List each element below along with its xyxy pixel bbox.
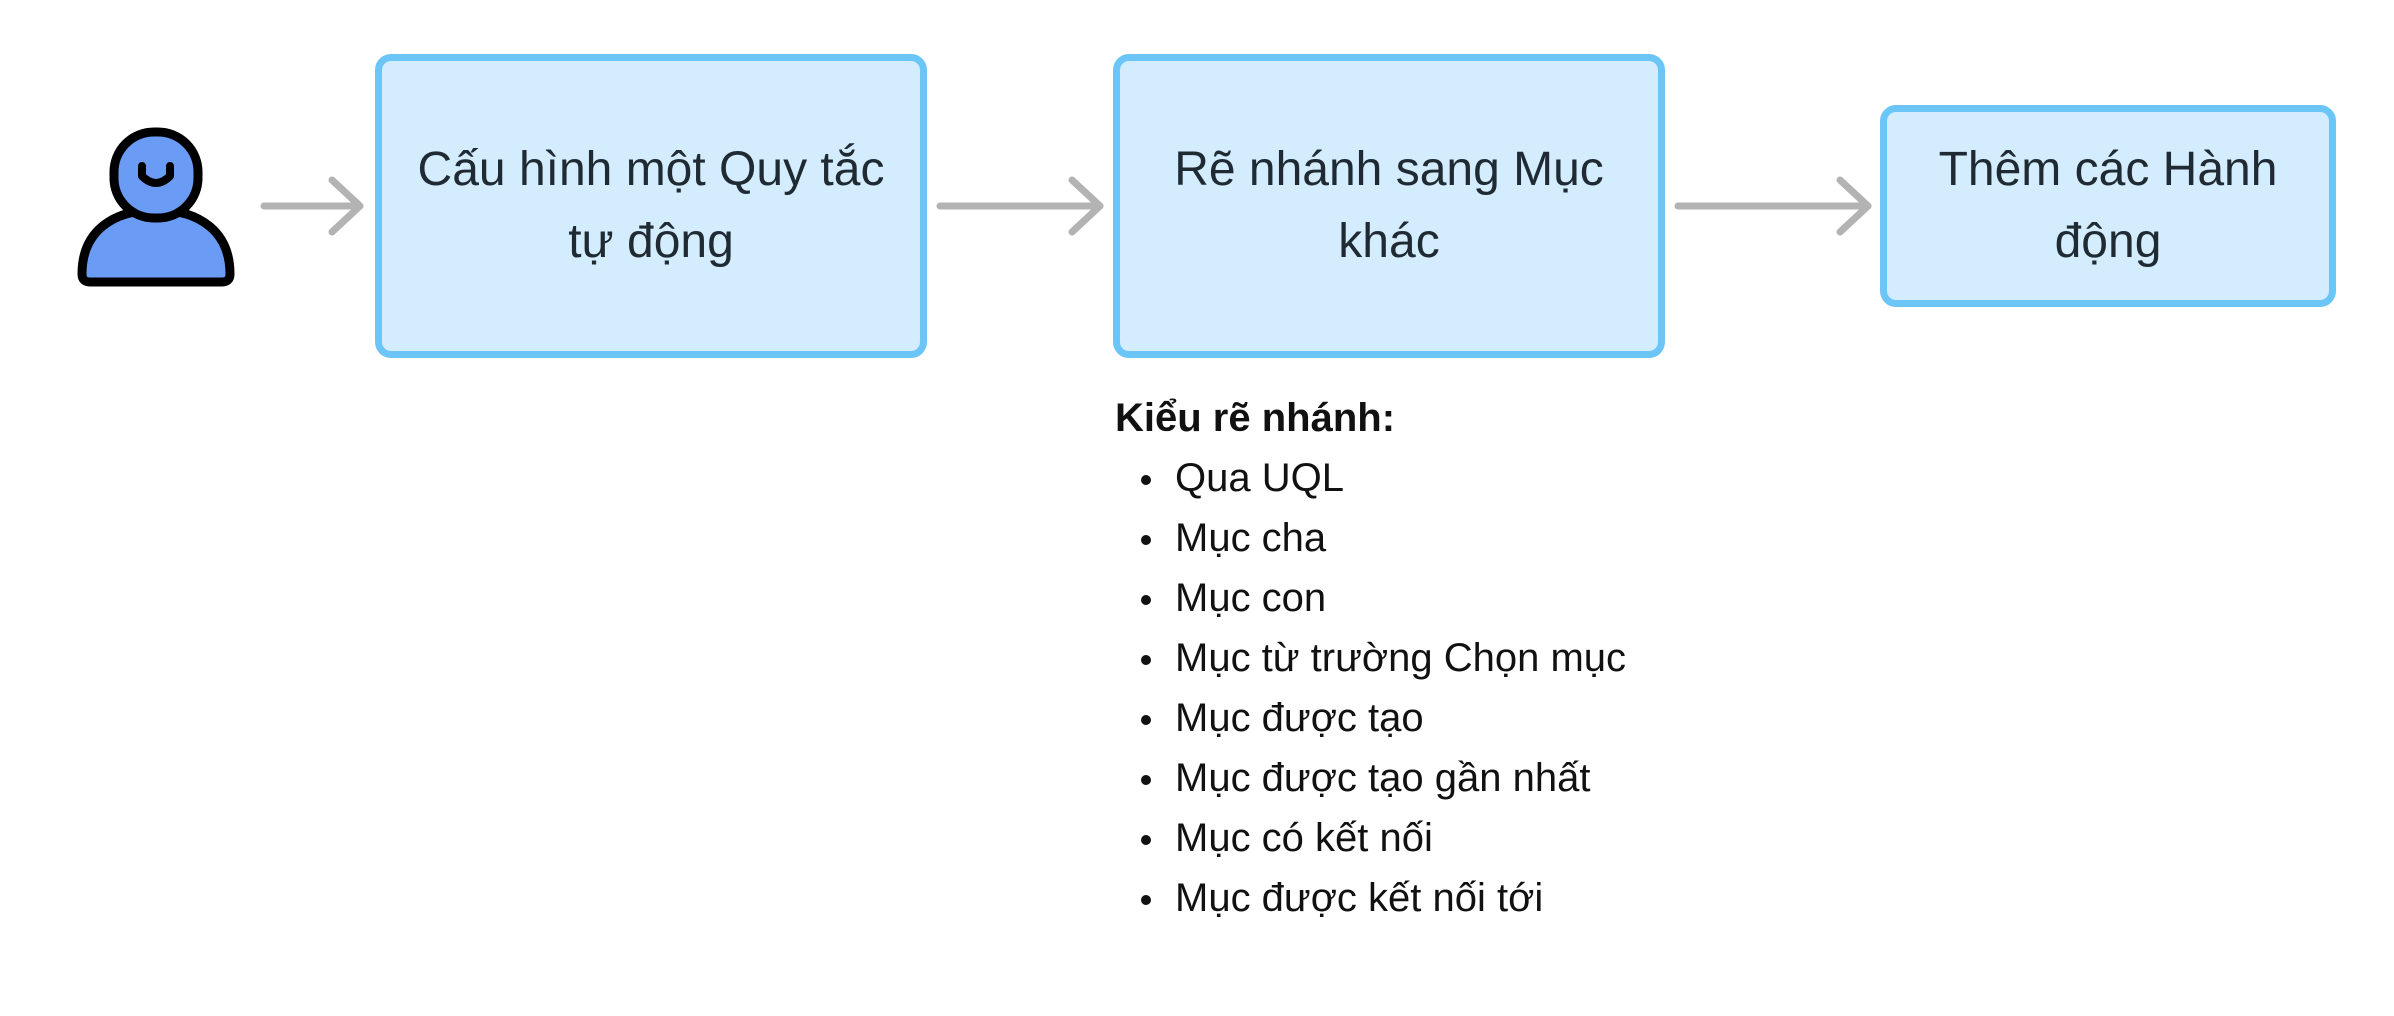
branch-types-list: Qua UQL Mục cha Mục con Mục từ trường Ch… xyxy=(1115,448,1835,928)
list-item: Mục cha xyxy=(1141,508,1835,568)
step-box-add-actions: Thêm các Hành động xyxy=(1880,105,2336,307)
step-box-configure-rule: Cấu hình một Quy tắc tự động xyxy=(375,54,927,358)
arrow-right-icon xyxy=(260,176,364,236)
list-item: Mục con xyxy=(1141,568,1835,628)
list-item: Mục được tạo xyxy=(1141,688,1835,748)
list-item: Mục được tạo gần nhất xyxy=(1141,748,1835,808)
list-item: Mục được kết nối tới xyxy=(1141,868,1835,928)
step-label: Cấu hình một Quy tắc tự động xyxy=(417,143,885,268)
arrow-right-icon xyxy=(936,176,1104,236)
user-icon xyxy=(77,127,235,287)
step-label: Rẽ nhánh sang Mục khác xyxy=(1174,143,1604,268)
list-item: Qua UQL xyxy=(1141,448,1835,508)
list-item: Mục có kết nối xyxy=(1141,808,1835,868)
branch-types-heading: Kiểu rẽ nhánh: xyxy=(1115,396,1396,440)
step-box-branch: Rẽ nhánh sang Mục khác xyxy=(1113,54,1665,358)
arrow-right-icon xyxy=(1674,176,1872,236)
branch-types: Kiểu rẽ nhánh: Qua UQL Mục cha Mục con M… xyxy=(1115,388,1835,928)
list-item: Mục từ trường Chọn mục xyxy=(1141,628,1835,688)
step-label: Thêm các Hành động xyxy=(1938,143,2278,268)
